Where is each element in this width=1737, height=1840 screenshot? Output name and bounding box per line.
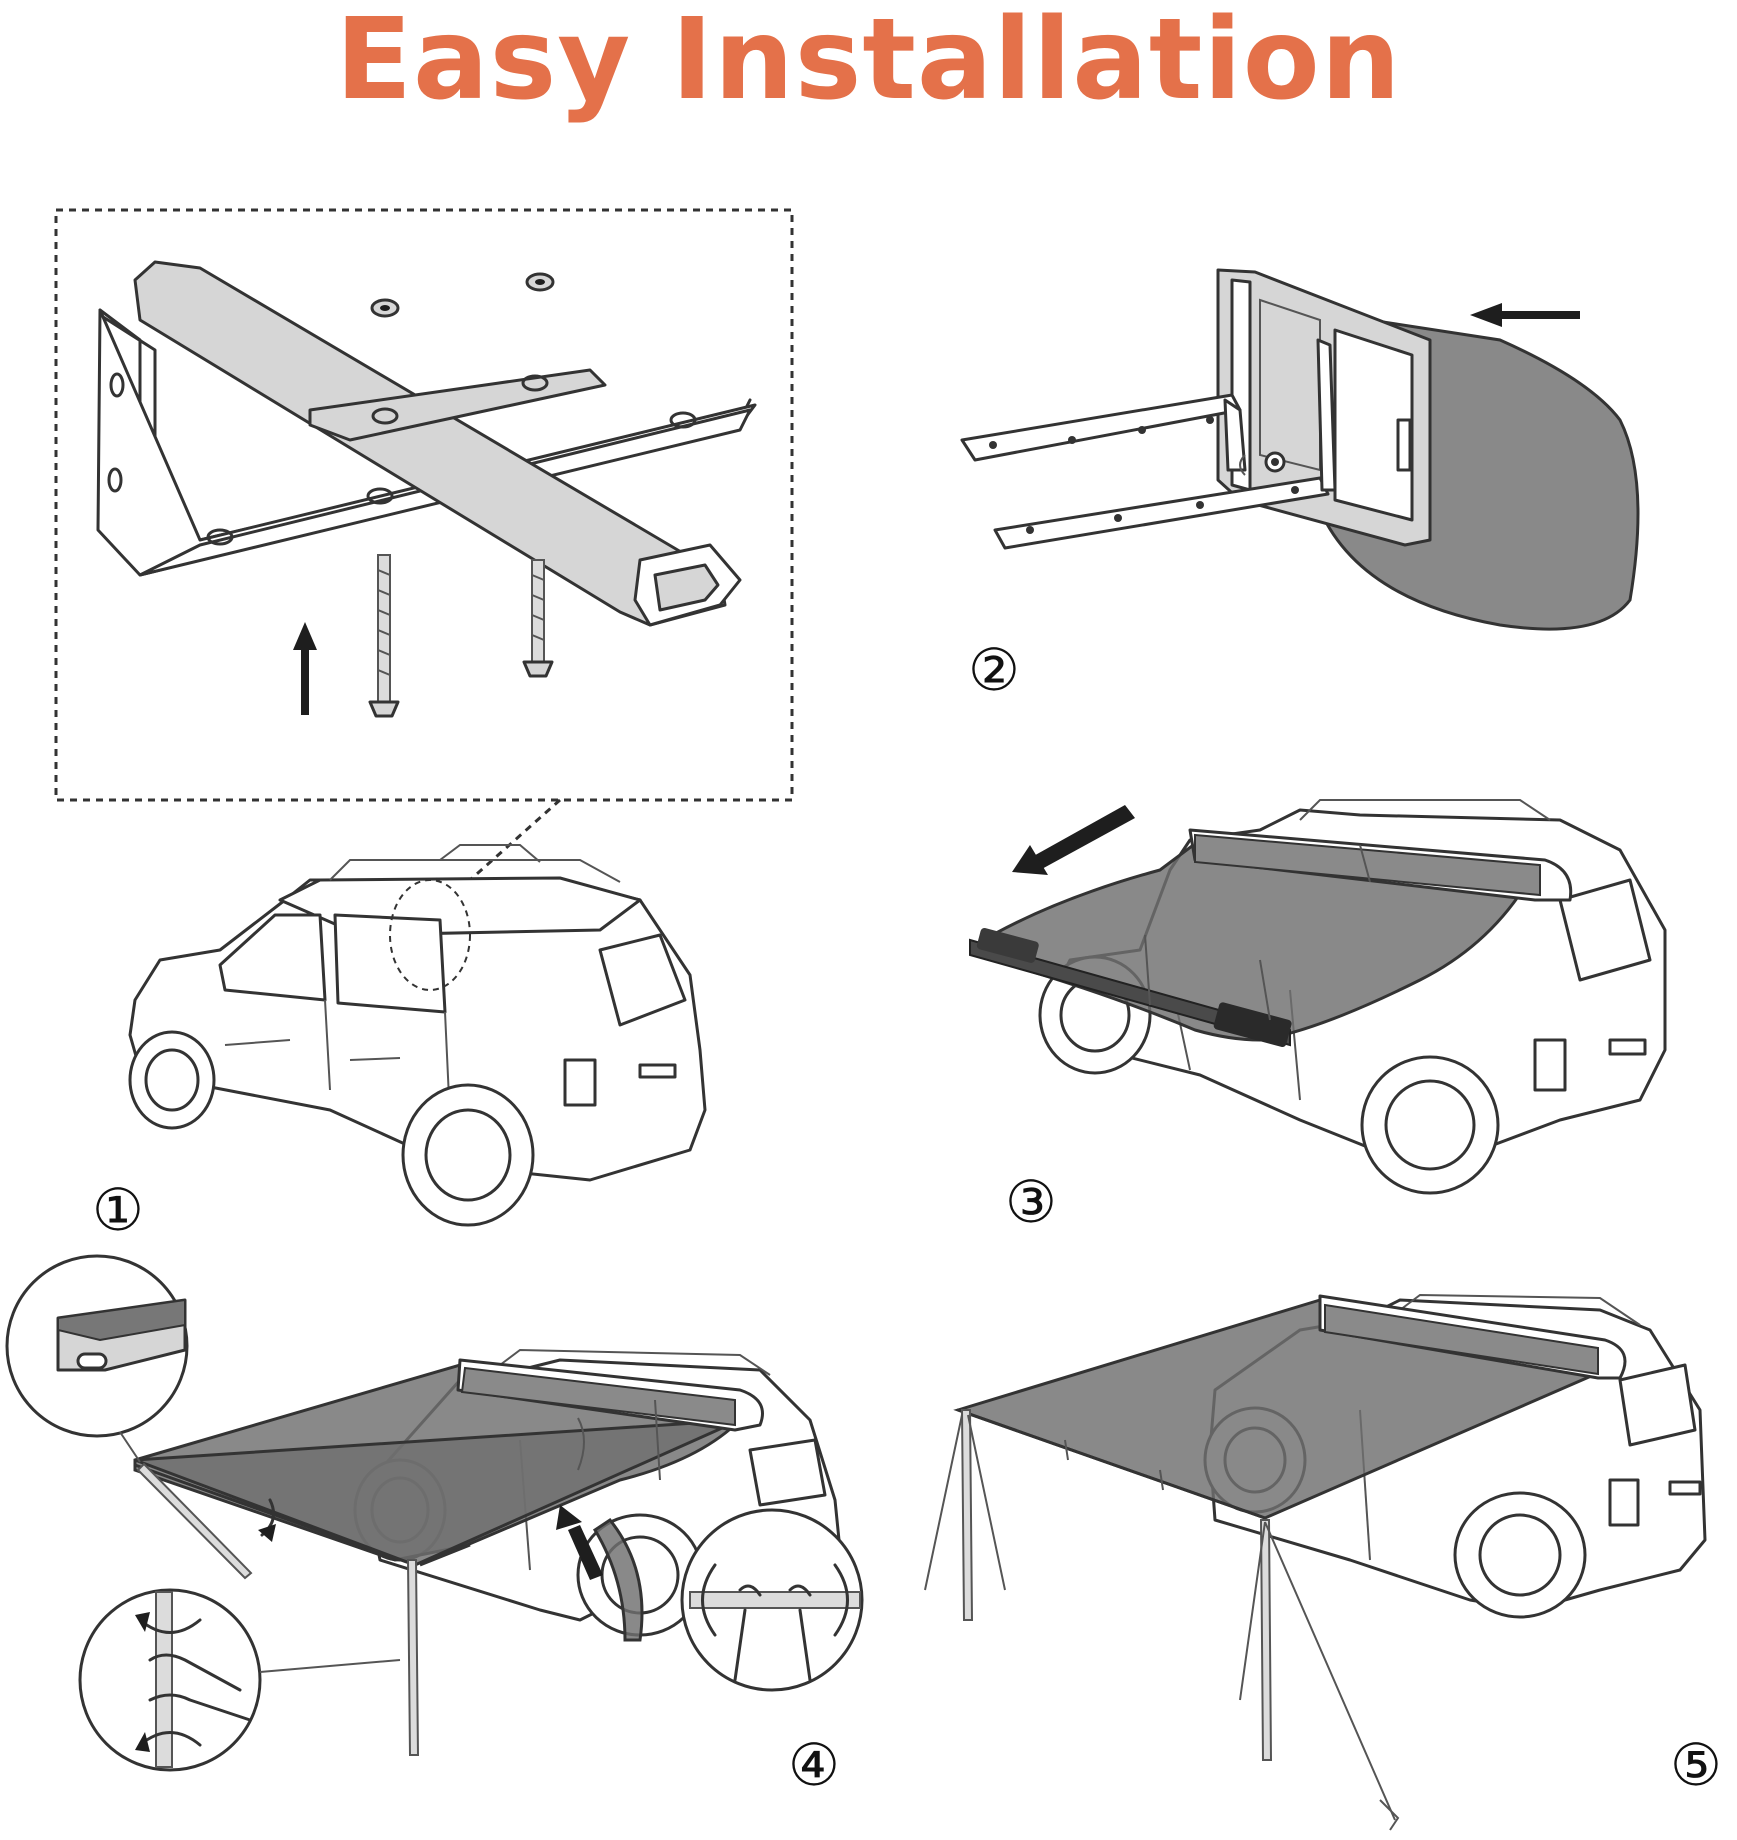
rail-clamp-plate <box>308 368 607 442</box>
step-1-illustration <box>54 208 794 1227</box>
step-2-illustration <box>960 268 1640 631</box>
callout-leader-line <box>469 798 561 882</box>
step-2-label: ② <box>968 636 1020 704</box>
step-3-illustration <box>969 799 1667 1195</box>
step-5-illustration <box>924 1293 1707 1831</box>
bolts <box>368 554 554 718</box>
detail-callout-box <box>54 208 794 802</box>
step-1-label: ① <box>92 1176 144 1244</box>
up-arrow-icon <box>293 622 317 715</box>
detail-circle-rail-end <box>5 1254 189 1463</box>
pull-direction-arrow-icon <box>1012 805 1135 875</box>
step-4-illustration <box>5 1254 864 1772</box>
page-title: Easy Installation <box>335 0 1402 125</box>
detail-circle-leg-twist <box>78 1588 401 1772</box>
detail-circle-pole-grip <box>680 1508 864 1692</box>
push-up-arrow-icon <box>556 1505 603 1580</box>
hex-nuts <box>370 272 555 318</box>
awning-rail <box>133 260 742 627</box>
step-4-label: ④ <box>788 1731 840 1799</box>
left-arrow-icon <box>1470 303 1580 327</box>
step-5-label: ⑤ <box>1670 1731 1722 1799</box>
step-3-label: ③ <box>1005 1168 1057 1236</box>
suv-car <box>128 844 707 1227</box>
